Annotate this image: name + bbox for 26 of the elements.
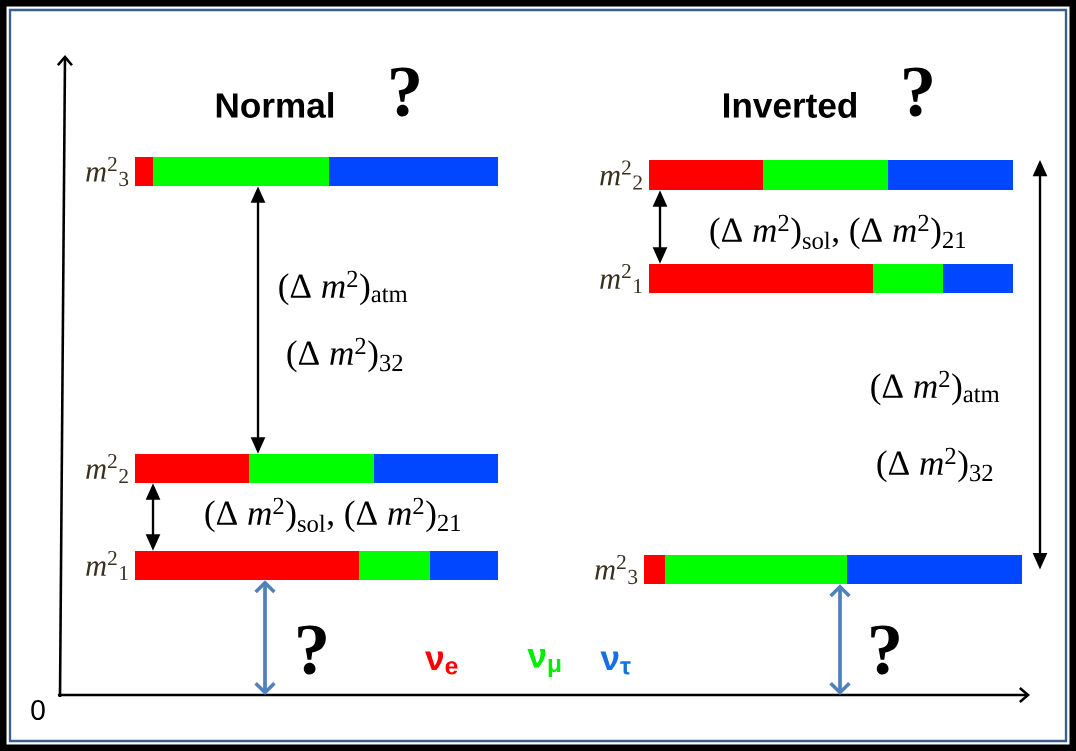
edge-label: (Δ m$^{2}$)$_{sol}$, (Δ m$^{2}$)$_{21}$ (202, 496, 464, 534)
level-label: m$^{2}$1 (86, 551, 128, 581)
flavor-label: ν$_{τ}$ (600, 651, 631, 675)
arrow (829, 584, 851, 695)
level-label: m$^{2}$3 (86, 156, 129, 187)
level-bar (135, 157, 498, 186)
flavor-label: ν$_{e}$ (425, 651, 458, 675)
level-bar (135, 551, 498, 580)
edge-label: (Δ m$^{2}$)$_{atm}$ (868, 369, 1002, 407)
level-bar (649, 160, 1013, 190)
level-label: m$^{2}$2 (600, 160, 642, 190)
question-mark: ? (904, 67, 932, 117)
flavor-label: ν$_{μ}$ (527, 649, 561, 677)
edge-label: (Δ m$^{2}$)$_{atm}$ (276, 269, 410, 307)
level-label: m$^{2}$1 (600, 264, 642, 294)
level-bar (135, 454, 498, 483)
level-bar (649, 264, 1013, 293)
question-mark: ? (298, 625, 326, 675)
level-label: m$^{2}$3 (595, 554, 638, 585)
question-mark: ? (871, 625, 899, 675)
level-label: m$^{2}$2 (86, 454, 128, 484)
level-bar (644, 555, 1022, 584)
arrow (254, 580, 276, 695)
mass-splitting-label: (Δ m$^{2}$)$_{32}$ (287, 337, 403, 373)
edge-label: (Δ m$^{2}$)$_{sol}$, (Δ m$^{2}$)$_{21}$ (707, 213, 969, 251)
axis-origin: 0 (31, 700, 45, 720)
